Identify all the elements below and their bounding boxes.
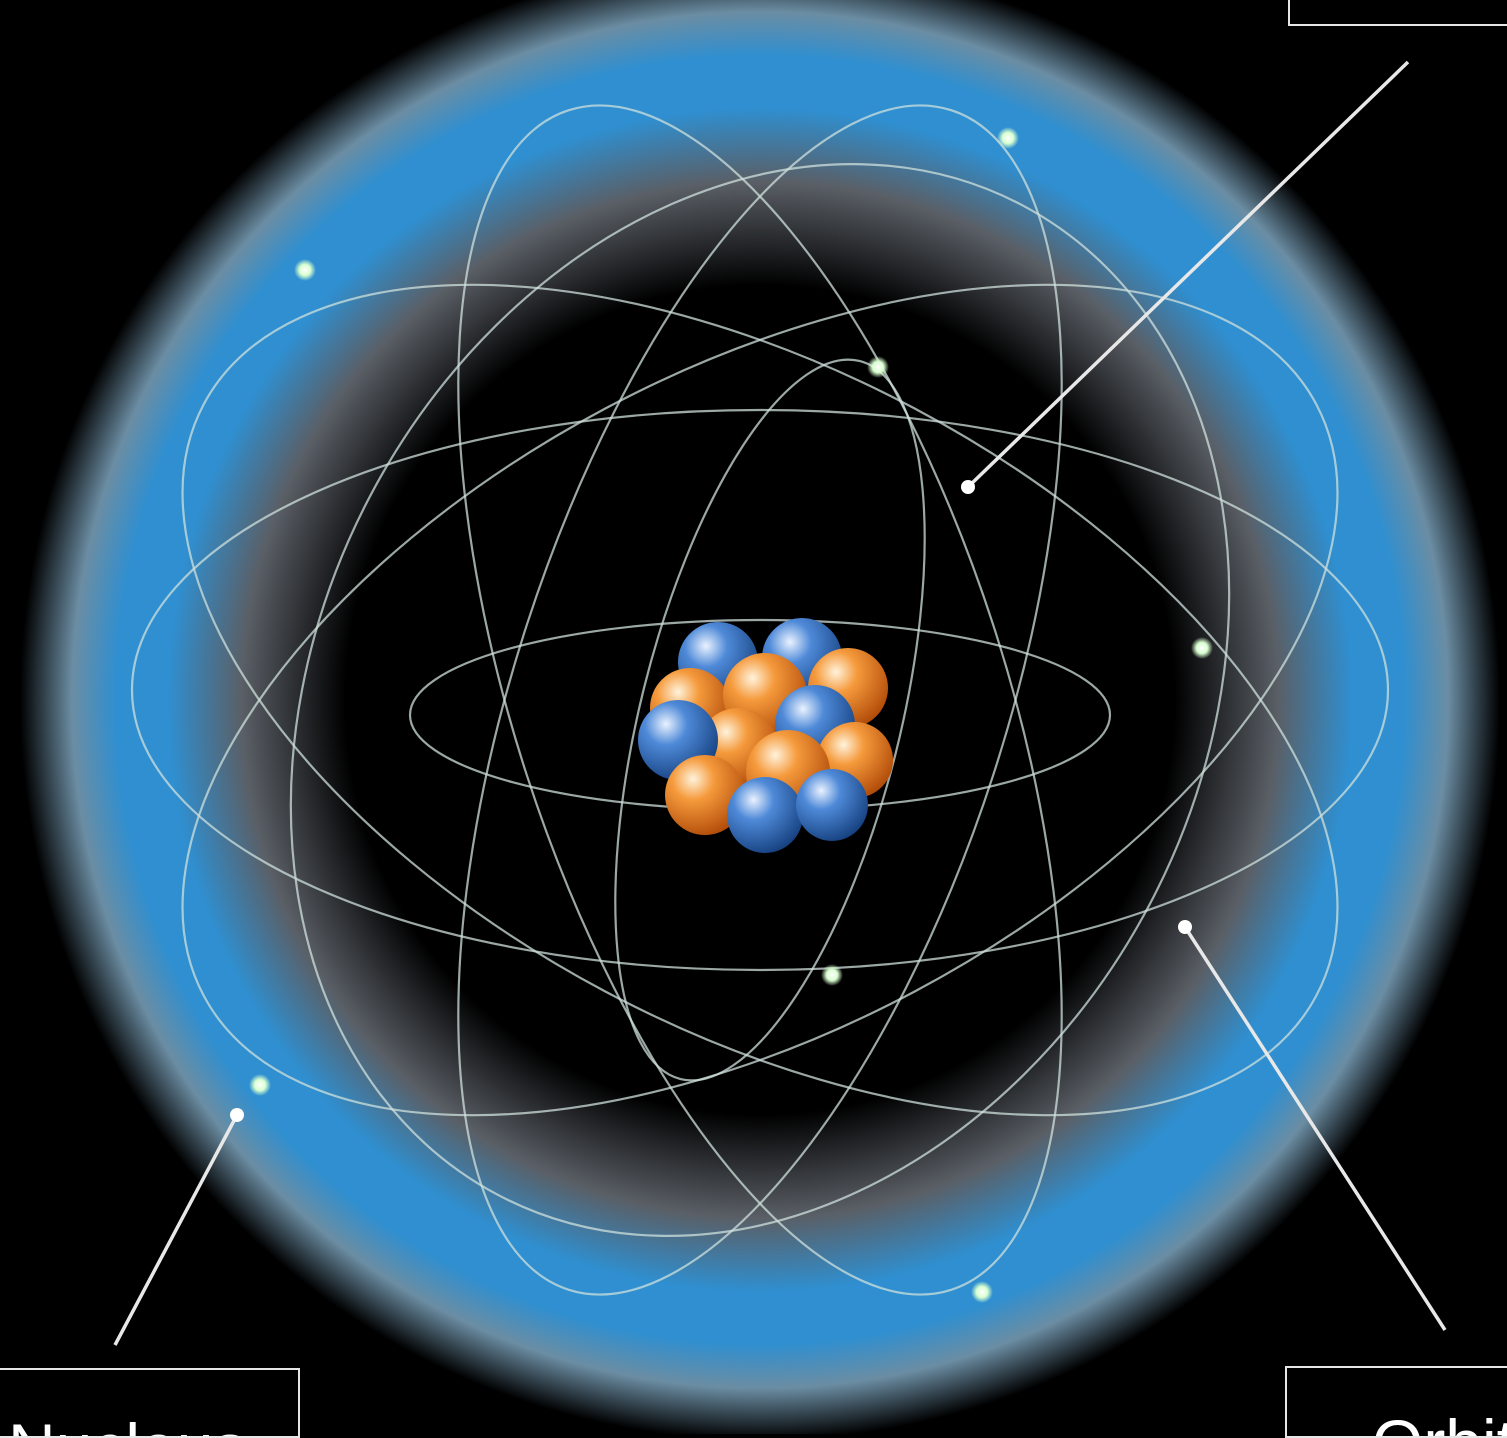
orbit-ring-tilted-right xyxy=(181,283,1339,1117)
label-box-top-right xyxy=(1288,0,1507,26)
neutron xyxy=(727,777,803,853)
orbit-ring-steep-left xyxy=(457,104,1063,1296)
neutron xyxy=(796,769,868,841)
electron xyxy=(971,1281,993,1303)
label-orbit: Orbit xyxy=(1372,1410,1507,1436)
proton xyxy=(665,755,745,835)
label-box-bottom-right: Orbit xyxy=(1285,1366,1507,1438)
label-nucleus: Nucleus xyxy=(8,1414,246,1436)
label-box-bottom-left: Nucleus xyxy=(0,1368,300,1438)
orbit-ring-wide-left xyxy=(289,163,1231,1237)
nucleus xyxy=(638,618,893,853)
electrons xyxy=(249,127,1213,1303)
orbit-ring-inner-vertical xyxy=(614,358,926,1082)
leader-lines xyxy=(113,60,1447,1346)
leader-line-top-right xyxy=(966,60,1410,489)
electron xyxy=(821,964,843,986)
leader-line-bottom-left xyxy=(113,1114,239,1346)
electron xyxy=(249,1074,271,1096)
electron xyxy=(867,356,889,378)
orbit-ring-steep-right xyxy=(457,104,1063,1296)
orbit-ring-tilted-left xyxy=(181,283,1339,1117)
orbit-ring-horizontal-large xyxy=(130,408,1390,972)
orbits xyxy=(130,104,1390,1296)
electron xyxy=(997,127,1019,149)
leader-line-bottom-right xyxy=(1183,926,1447,1331)
electron xyxy=(1191,637,1213,659)
electron xyxy=(294,259,316,281)
